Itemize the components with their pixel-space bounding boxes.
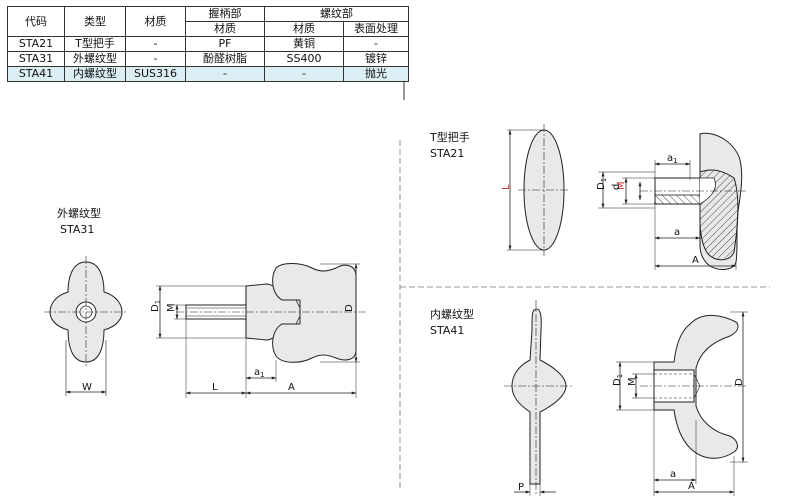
table-row-highlighted: STA41 内螺纹型 SUS316 - - 抛光	[7, 66, 409, 82]
sta31-dim-d1: D1	[150, 300, 162, 312]
cell-handle-material: -	[185, 66, 265, 82]
sta31-side-view: D1 M D a1 L A	[150, 263, 366, 398]
sta31-dim-w: W	[82, 382, 92, 393]
header-handle-part: 握柄部	[185, 6, 265, 22]
sta21-title: T型把手	[429, 130, 470, 144]
cell-surface: 镀锌	[343, 51, 409, 67]
sta41-title: 内螺纹型	[430, 307, 474, 321]
sta41-dim-m: M	[627, 377, 638, 386]
sta41-dim-d1: D1	[612, 374, 624, 386]
sta31-code: STA31	[60, 223, 94, 236]
cell-material: SUS316	[125, 66, 186, 82]
sta41-dim-d: D	[734, 378, 745, 386]
sta31-dim-l: L	[212, 382, 218, 393]
sta21-front-view: L	[501, 124, 570, 256]
sta41-code: STA41	[430, 324, 464, 337]
sta21-dim-d: d	[611, 184, 622, 190]
sta21-dim-m: M	[616, 181, 627, 190]
sta21-dim-a: a	[674, 227, 680, 238]
spec-table: 代码 类型 材质 握柄部 螺纹部 材质 材质 表面处理 STA21 T型把手 -…	[7, 6, 409, 82]
sta41-side-profile: P	[504, 300, 574, 496]
sta21-side-view: D1 M d a1 a A	[596, 132, 746, 270]
sta21-dim-d1: D1	[596, 178, 608, 190]
sta31-view: 外螺纹型 STA31 W	[44, 206, 366, 398]
cell-code: STA31	[7, 51, 65, 67]
header-type: 类型	[64, 6, 126, 37]
sta41-dim-a: a	[670, 469, 676, 480]
cell-handle-material: 酚醛树脂	[185, 51, 265, 67]
cell-surface: 抛光	[343, 66, 409, 82]
cell-code: STA41	[7, 66, 65, 82]
sta41-dim-p: P	[518, 482, 524, 493]
sta41-dim-big-a: A	[688, 481, 695, 492]
sta21-code: STA21	[430, 147, 464, 160]
header-surface: 表面处理	[343, 21, 409, 37]
sta31-title: 外螺纹型	[57, 206, 101, 220]
sta31-front-view: W	[44, 256, 128, 396]
sta31-dim-a1: a1	[254, 367, 265, 379]
header-thread-part: 螺纹部	[264, 6, 409, 22]
sta21-view: T型把手 STA21 L D1	[429, 124, 746, 270]
header-code: 代码	[7, 6, 65, 37]
sta31-dim-m: M	[166, 303, 177, 312]
cell-type: 内螺纹型	[64, 66, 126, 82]
sta41-view: 内螺纹型 STA41 P D1	[430, 300, 748, 496]
sta31-dim-a: A	[288, 382, 295, 393]
cell-code: STA21	[7, 36, 65, 52]
sta31-dim-d: D	[344, 304, 355, 312]
sta21-dim-l: L	[501, 184, 512, 190]
sta21-dim-big-a: A	[692, 255, 699, 266]
table-subheader-row: 材质 材质 表面处理	[8, 21, 409, 37]
sta41-front-view: D1 M D a A	[612, 311, 748, 496]
sta21-dim-a1: a1	[667, 153, 678, 165]
